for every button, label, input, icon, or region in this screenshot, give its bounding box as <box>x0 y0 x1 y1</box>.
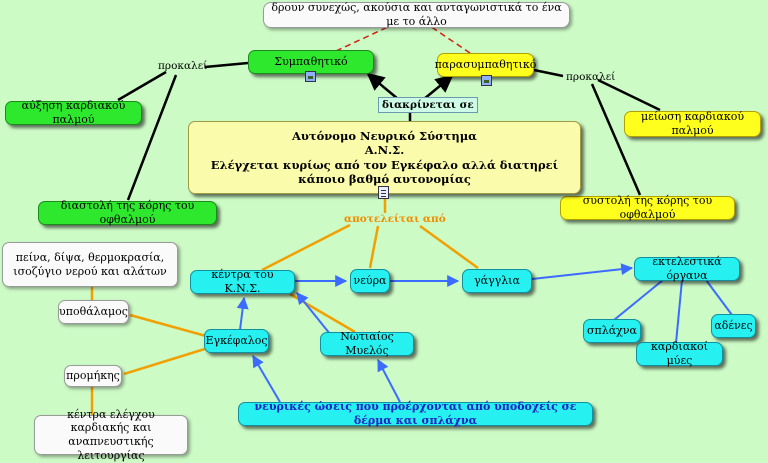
ganglia-text: γάγγλια <box>474 274 520 288</box>
hypothalamus-text: υποθάλαμος <box>59 305 128 319</box>
link-divided-sympathetic <box>366 72 399 100</box>
image-icon <box>481 75 492 86</box>
glands-node: αδένες <box>711 314 756 338</box>
nerves-text: νεύρα <box>353 274 387 288</box>
parasympathetic-node: παρασυμπαθητικό <box>434 53 537 77</box>
link-parasympathetic-note <box>429 25 471 54</box>
link-impulses-brain <box>252 354 281 403</box>
link-parasympathetic-causes <box>533 68 564 78</box>
link-consists-cns <box>261 223 351 272</box>
link-consists-nerves <box>368 225 380 269</box>
medulla-functions-node: κέντρα ελέγχου καρδιακής και αναπνευστικ… <box>34 408 188 462</box>
central-abbr: Α.Ν.Σ. <box>364 143 405 158</box>
link-divided-parasympathetic <box>423 74 454 100</box>
effectors-node: εκτελεστικά όργανα <box>634 255 740 282</box>
link-impulses-spinal <box>377 358 401 403</box>
pupil-constriction-node: συστολή της κόρης του οφθαλμού <box>560 194 735 221</box>
link-sympathetic-note <box>335 25 391 52</box>
medulla-text: προμήκης <box>66 369 120 383</box>
heart-increase-node: αύξηση καρδιακού παλμού <box>5 99 142 126</box>
sympathetic-text: Συμπαθητικό <box>274 55 348 69</box>
link-causes-heart-decrease <box>597 78 661 112</box>
link-effectors-heart-muscles <box>675 279 683 344</box>
nerves-node: νεύρα <box>350 269 390 293</box>
impulses-node: νευρικές ώσεις που προέρχονται από υποδο… <box>238 400 593 427</box>
link-causes-heart-increase <box>117 70 167 102</box>
brain-text: Εγκέφαλος <box>205 334 268 348</box>
causes-label-left: προκαλεί <box>158 60 208 72</box>
consists-of-label: αποτελείται από <box>344 213 446 225</box>
medulla-functions-text: κέντρα ελέγχου καρδιακής και αναπνευστικ… <box>67 407 155 462</box>
link-spinal-cns <box>296 292 331 335</box>
link-effectors-viscera <box>613 279 664 321</box>
link-causes-pupil-dilation <box>126 74 178 201</box>
link-sympathetic-causes <box>204 61 249 69</box>
hypothalamus-functions-text: πείνα, δίψα, θερμοκρασία, ισοζύγιο νερού… <box>13 250 167 278</box>
link-consists-ganglia <box>419 224 479 270</box>
link-effectors-glands <box>705 279 733 316</box>
spinal-cord-node: Νωτιαίος Μυελός <box>320 330 414 357</box>
effectors-text: εκτελεστικά όργανα <box>652 255 722 282</box>
pupil-dilation-text: διαστολή της κόρης του οφθαλμού <box>60 199 195 226</box>
ganglia-node: γάγγλια <box>462 269 532 293</box>
parasympathetic-text: παρασυμπαθητικό <box>434 58 537 72</box>
heart-increase-text: αύξηση καρδιακού παλμού <box>21 99 126 126</box>
image-icon <box>305 71 316 82</box>
cns-centers-text: κέντρα του Κ.Ν.Σ. <box>211 268 274 295</box>
top-note-text: δρουν συνεχώς, ακούσια και ανταγωνιστικά… <box>271 1 562 28</box>
link-brain-cns <box>236 296 249 331</box>
central-title: Αυτόνομο Νευρικό Σύστημα <box>292 128 477 143</box>
viscera-text: σπλάχνα <box>587 324 637 338</box>
causes-label-right: προκαλεί <box>566 71 616 83</box>
impulses-text: νευρικές ώσεις που προέρχονται από υποδο… <box>254 400 577 427</box>
brain-node: Εγκέφαλος <box>204 329 269 353</box>
document-icon <box>378 186 389 199</box>
heart-muscles-text: καρδιακοί μύες <box>651 340 708 367</box>
divided-into-label: διακρίνεται σε <box>378 97 478 113</box>
link-ganglia-effectors <box>531 263 634 280</box>
sympathetic-node: Συμπαθητικό <box>248 50 374 74</box>
glands-text: αδένες <box>714 319 753 333</box>
hypothalamus-functions-node: πείνα, δίψα, θερμοκρασία, ισοζύγιο νερού… <box>2 242 178 287</box>
pupil-dilation-node: διαστολή της κόρης του οφθαλμού <box>38 199 217 226</box>
link-brain-hypothalamus <box>129 313 207 338</box>
link-causes-pupil-constriction <box>590 83 642 196</box>
spinal-cord-text: Νωτιαίος Μυελός <box>340 330 394 357</box>
heart-decrease-node: μείωση καρδιακού παλμού <box>624 110 761 137</box>
hypothalamus-node: υποθάλαμος <box>58 300 129 324</box>
cns-centers-node: κέντρα του Κ.Ν.Σ. <box>190 268 295 295</box>
heart-muscles-node: καρδιακοί μύες <box>636 340 723 367</box>
top-note-node: δρουν συνεχώς, ακούσια και ανταγωνιστικά… <box>263 1 570 28</box>
pupil-constriction-text: συστολή της κόρης του οφθαλμού <box>582 194 713 221</box>
heart-decrease-text: μείωση καρδιακού παλμού <box>640 110 745 137</box>
medulla-node: προμήκης <box>64 365 122 387</box>
viscera-node: σπλάχνα <box>583 319 641 343</box>
link-cns-spinal <box>289 292 356 334</box>
central-node: Αυτόνομο Νευρικό Σύστημα Α.Ν.Σ. Ελέγχετα… <box>188 121 581 194</box>
central-desc: Ελέγχεται κυρίως από τον Εγκέφαλο αλλά δ… <box>210 157 559 186</box>
link-brain-medulla <box>123 346 209 376</box>
